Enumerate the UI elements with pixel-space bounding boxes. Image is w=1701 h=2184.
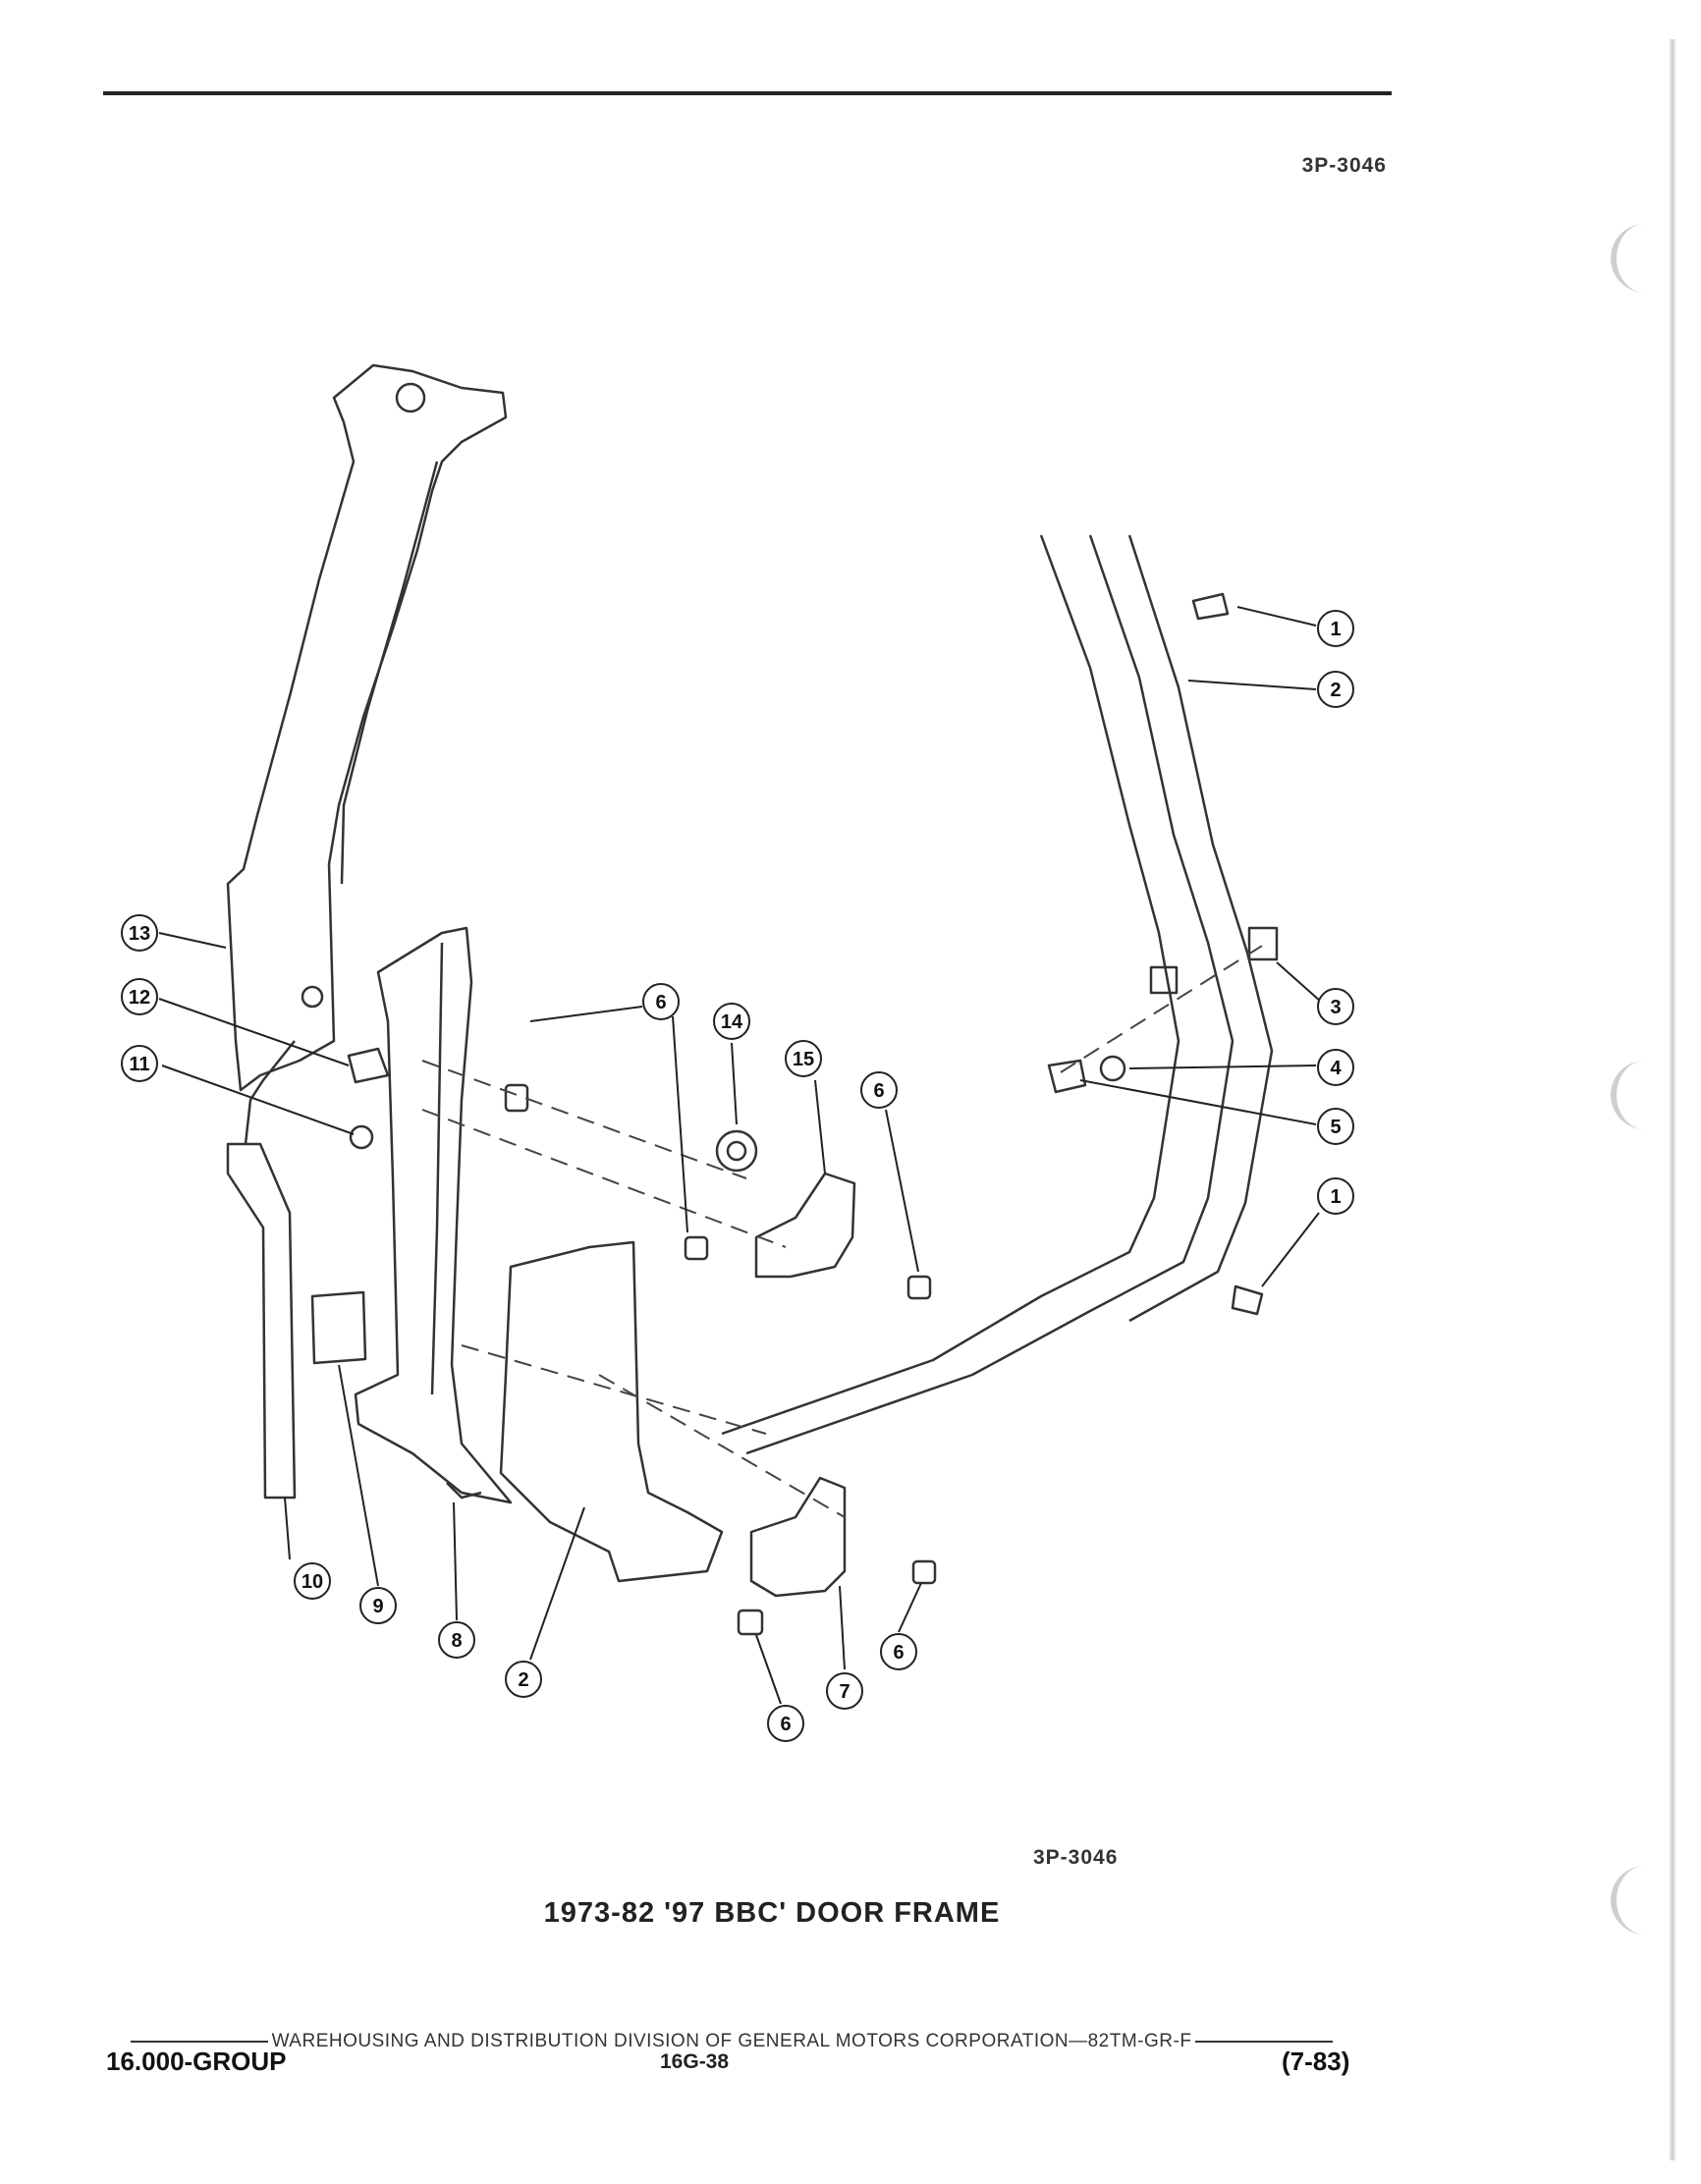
- header-reference-code: 3P-3046: [1301, 154, 1387, 177]
- part-striker-bolt: [1047, 1059, 1087, 1094]
- svg-text:7: 7: [839, 1681, 850, 1703]
- part-grommet: [715, 1129, 758, 1173]
- svg-text:1: 1: [1330, 619, 1341, 640]
- svg-text:2: 2: [518, 1669, 528, 1691]
- footer-division-text: WAREHOUSING AND DISTRIBUTION DIVISION OF…: [271, 2031, 1192, 2051]
- part-pillar-upper-panel: [226, 363, 508, 1092]
- callout-9: 9: [359, 1587, 397, 1624]
- figure-caption: 1973-82 '97 BBC' DOOR FRAME: [543, 1897, 1001, 1929]
- part-bracket: [347, 1047, 390, 1084]
- alignment-lines: [421, 942, 1268, 1518]
- svg-text:11: 11: [129, 1054, 149, 1075]
- callout-13: 13: [121, 914, 158, 952]
- footer-division-line: WAREHOUSING AND DISTRIBUTION DIVISION OF…: [103, 2031, 1360, 2052]
- callout-1: 1: [1317, 610, 1354, 647]
- binder-hole-top: [1611, 224, 1656, 293]
- svg-text:3: 3: [1330, 997, 1341, 1018]
- footer-section: 16.000-GROUP: [106, 2047, 287, 2076]
- part-drawings: [226, 363, 1279, 1636]
- callout-4: 4: [1317, 1049, 1354, 1086]
- callout-14: 14: [713, 1003, 750, 1040]
- callout-5: 5: [1317, 1108, 1354, 1145]
- callout-1: 1: [1317, 1177, 1354, 1215]
- svg-text:10: 10: [302, 1571, 323, 1593]
- callout-10: 10: [294, 1562, 331, 1600]
- callout-6: 6: [642, 983, 680, 1020]
- callout-6: 6: [860, 1071, 898, 1109]
- part-clip: [1247, 926, 1279, 961]
- callout-12: 12: [121, 978, 158, 1015]
- svg-text:13: 13: [129, 923, 150, 945]
- callout-8: 8: [438, 1621, 475, 1659]
- svg-text:2: 2: [1330, 680, 1341, 701]
- binder-hole-bottom: [1611, 1866, 1656, 1935]
- callout-2: 2: [505, 1661, 542, 1698]
- svg-text:6: 6: [780, 1714, 791, 1735]
- part-door-opening-frame: [721, 534, 1180, 1436]
- figure-reference-code: 3P-3046: [1033, 1846, 1119, 1869]
- callout-3: 3: [1317, 988, 1354, 1025]
- leader-lines: [158, 606, 1322, 1705]
- svg-text:14: 14: [721, 1011, 743, 1033]
- svg-text:5: 5: [1330, 1117, 1341, 1138]
- part-lower-cover: [499, 1240, 724, 1583]
- svg-text:12: 12: [129, 987, 150, 1009]
- binder-hole-middle: [1611, 1061, 1656, 1129]
- part-nut: [349, 1124, 374, 1150]
- callout-6: 6: [880, 1633, 917, 1670]
- svg-text:4: 4: [1330, 1058, 1342, 1079]
- callout-15: 15: [785, 1040, 822, 1077]
- callout-7: 7: [826, 1672, 863, 1710]
- svg-text:9: 9: [372, 1596, 383, 1617]
- svg-text:6: 6: [893, 1642, 904, 1664]
- header-rule: [103, 91, 1392, 95]
- footer-page-number: 16G-38: [660, 2050, 730, 2073]
- page-edge-shadow: [1670, 39, 1675, 2160]
- part-plate-small: [1149, 965, 1179, 995]
- part-retainer: [1191, 592, 1230, 621]
- svg-text:8: 8: [451, 1630, 462, 1652]
- part-filler-strip: [226, 1142, 297, 1500]
- part-lower-hinge: [749, 1476, 847, 1598]
- footer-date-code: (7-83): [1282, 2047, 1350, 2076]
- part-plate: [310, 1290, 367, 1365]
- svg-text:6: 6: [655, 992, 666, 1013]
- callout-11: 11: [121, 1045, 158, 1082]
- part-washer: [1099, 1055, 1126, 1082]
- part-bolt: [504, 1083, 529, 1113]
- svg-text:6: 6: [873, 1080, 884, 1102]
- callout-2: 2: [1317, 671, 1354, 708]
- part-upper-hinge: [754, 1172, 856, 1279]
- svg-text:1: 1: [1330, 1186, 1341, 1208]
- part-foot-bracket: [446, 1482, 482, 1500]
- svg-text:15: 15: [793, 1049, 814, 1070]
- part-pillar-lower: [354, 926, 513, 1504]
- callout-6: 6: [767, 1705, 804, 1742]
